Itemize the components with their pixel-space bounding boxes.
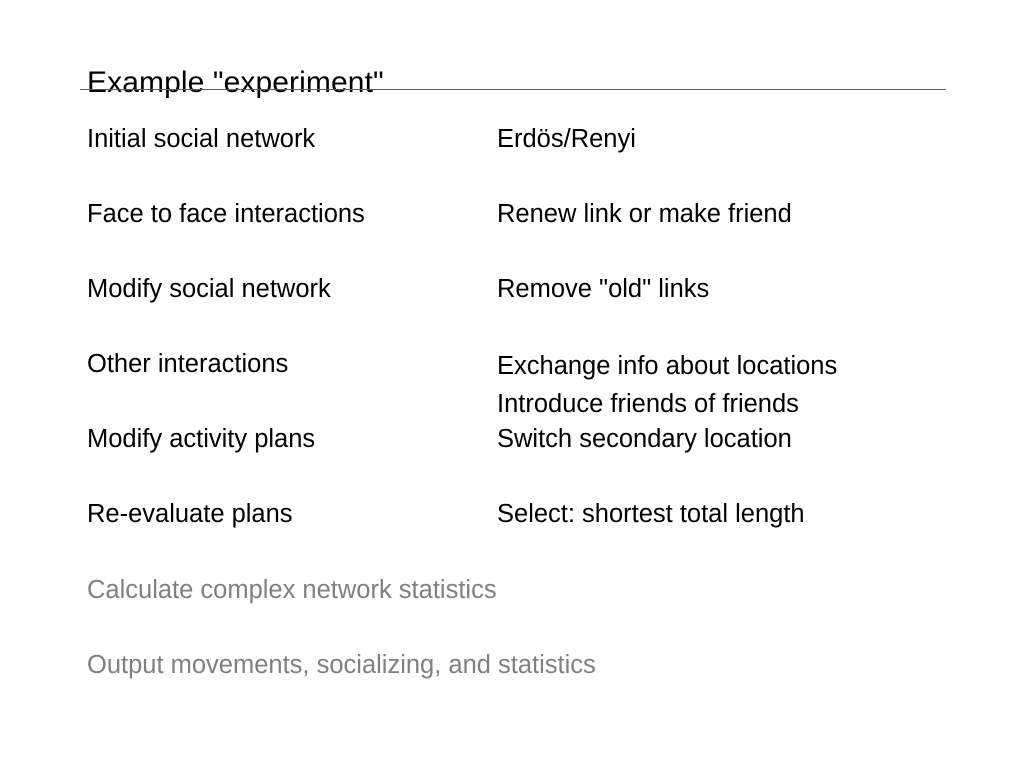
row-label-modify-activity-plans: Modify activity plans xyxy=(87,425,316,453)
row-label-re-evaluate-plans: Re-evaluate plans xyxy=(87,500,293,528)
row-value-modify-activity-plans: Switch secondary location xyxy=(497,425,792,453)
row-value-re-evaluate-plans: Select: shortest total length xyxy=(497,500,805,528)
page-title: Example "experiment" xyxy=(87,66,384,100)
row-value-other-interactions-group: Exchange info about locations Introduce … xyxy=(497,348,837,423)
row-label-face-to-face-interactions: Face to face interactions xyxy=(87,200,365,228)
row-value-face-to-face-interactions: Renew link or make friend xyxy=(497,200,792,228)
title-divider xyxy=(80,89,946,90)
row-label-other-interactions: Other interactions xyxy=(87,350,289,378)
footer-line-output-movements: Output movements, socializing, and stati… xyxy=(87,651,596,679)
row-label-initial-social-network: Initial social network xyxy=(87,125,316,153)
row-label-modify-social-network: Modify social network xyxy=(87,275,331,303)
row-value-exchange-info: Exchange info about locations xyxy=(497,352,838,380)
row-value-initial-social-network: Erdös/Renyi xyxy=(497,125,636,153)
footer-line-calculate-statistics: Calculate complex network statistics xyxy=(87,576,497,604)
row-value-modify-social-network: Remove "old" links xyxy=(497,275,710,303)
row-value-introduce-friends: Introduce friends of friends xyxy=(497,389,799,418)
